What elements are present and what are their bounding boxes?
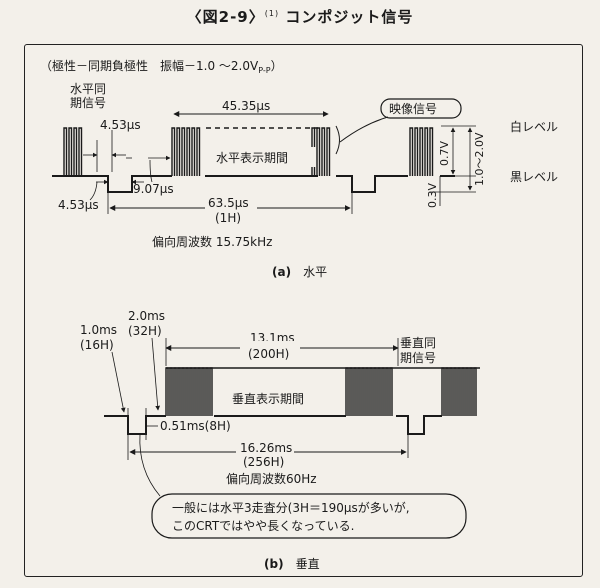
v-sync-label-line2: 期信号 [400,351,436,365]
figure-frame [24,44,583,577]
video-signal-label: 映像信号 [389,102,437,116]
v-burst-right [441,367,477,416]
caption-b: (b)垂直 [264,557,320,571]
h-1h-label-bg [205,196,257,210]
v-display-period-box [228,388,332,408]
v-t1: 1.0ms [80,323,117,337]
h-display-period-box [212,147,316,167]
caption-a: (a)水平 [272,265,327,279]
h-deflection-freq: 偏向周波数 15.75kHz [152,234,272,249]
h-burst-right [409,127,434,176]
figure-title: 〈図2-9〉(1) コンポジット信号 [0,6,600,27]
h-display-period: 水平表示期間 [216,151,288,165]
v-burst-end [345,367,393,416]
v-t1-arrow [111,351,126,413]
h-sync-label-line1: 水平同 [70,82,106,96]
v-note-box [151,493,467,539]
h-back-porch-leader [149,159,153,183]
video-brace [335,125,340,155]
h-burst-end [311,127,331,176]
v-t2-h: (32H) [128,324,162,338]
v-note-line1: 一般には水平3走査分(3H＝190μsが多いが, [172,500,410,515]
horizontal-diagram: （極性－同期負極性 振幅－1.0 ～2.0VP-P） 水平同 期信号 45.35… [40,58,558,279]
v-t2: 2.0ms [128,309,165,323]
v-sync-label-line1: 垂直同 [400,336,436,350]
v-deflection-freq: 偏向周波数60Hz [226,471,317,486]
v-t2-arrow [151,337,161,411]
h-sync-time-bottom: 4.53μs [58,198,99,212]
polarity-note: （極性－同期負極性 振幅－1.0 ～2.0VP-P） [40,58,283,75]
vertical-diagram: 1.0ms (16H) 2.0ms (32H) 13.1ms (200H) 垂直… [80,309,480,571]
figure-subtitle: コンポジット信号 [285,8,414,26]
h-line-time: 63.5μs [208,196,249,210]
v-display-h: (200H) [248,347,289,361]
v-sync-time: 0.51ms(8H) [160,419,231,433]
h-sync-label-line2: 期信号 [70,96,106,110]
v-display-period: 垂直表示期間 [232,392,304,406]
h-sync-time-top: 4.53μs [100,118,141,132]
h-waveform [52,175,455,193]
h-line-1h: (1H) [215,211,241,225]
video-callout-leader [339,116,389,143]
h-sync-leader [89,181,98,201]
v-waveform [104,415,442,435]
h-signal-bursts [63,127,434,176]
h-video-time: 45.35μs [222,99,270,113]
v-display-label-bg [240,341,300,355]
v-t1-h: (16H) [80,338,114,352]
v-note-leader [139,433,161,497]
black-level-label: 黒レベル [510,170,558,184]
h-back-porch-time: 9.07μs [133,182,174,196]
v-total-label: 1.0～2.0V [473,132,486,186]
figure-number: 〈図2-9〉 [186,8,265,26]
v-burst-start [165,367,213,416]
v-frame-h: (256H) [243,455,284,469]
v-frame-label-bg [236,442,294,456]
h-burst-left [63,127,83,176]
v-video-label: 0.7V [438,141,451,166]
video-signal-callout [380,98,462,119]
v-sync-label: 0.3V [426,183,439,208]
v-frame-time: 16.26ms [240,441,292,455]
white-level-label: 白レベル [510,119,558,134]
h-burst-start [171,127,201,176]
figure-ref: (1) [264,9,280,18]
v-note-line2: このCRTではやや長くなっている. [172,519,354,533]
